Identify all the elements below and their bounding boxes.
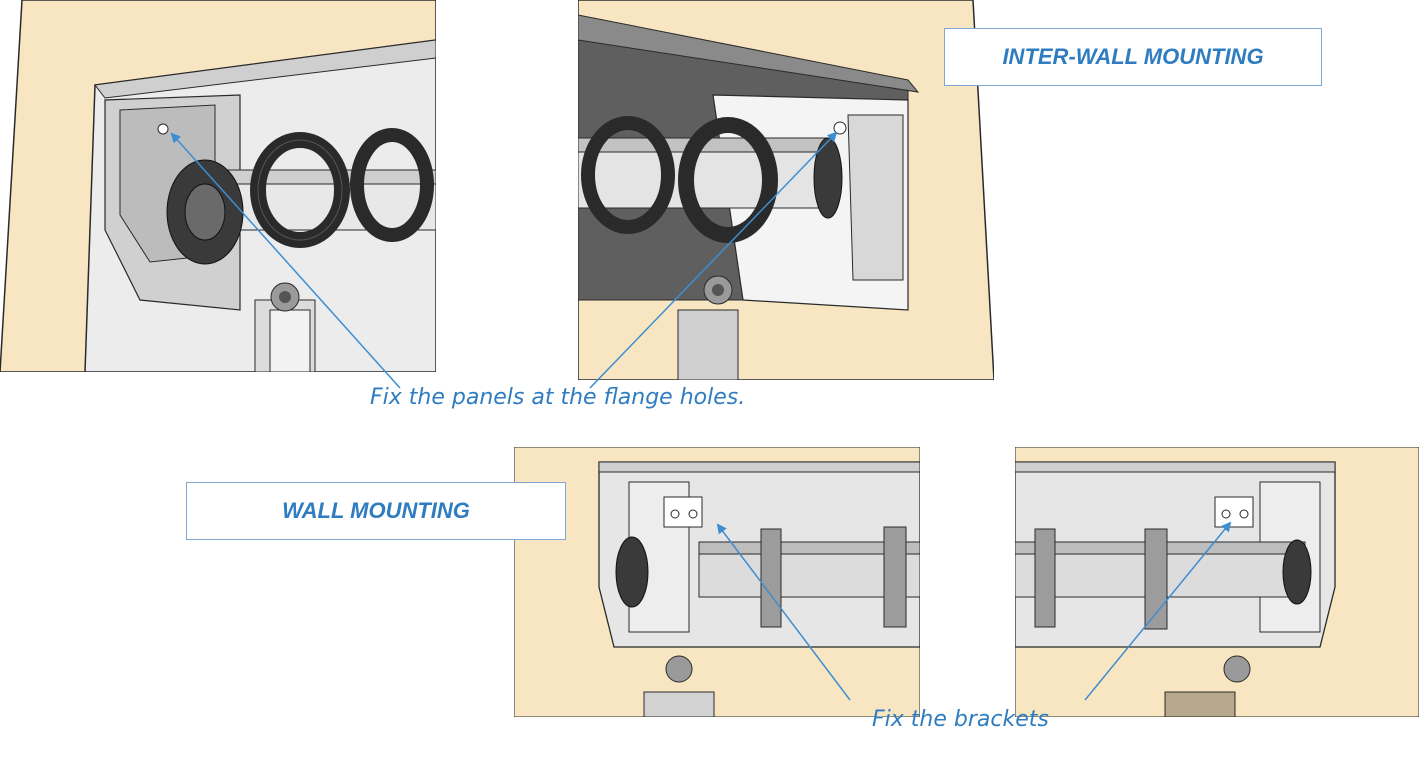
- wall-mounting-title: WALL MOUNTING: [186, 482, 566, 540]
- inter-wall-left-drawing: [0, 0, 436, 372]
- brackets-caption: Fix the brackets: [872, 707, 1049, 732]
- wall-left-drawing: [514, 447, 920, 717]
- wall-right-view: [1015, 447, 1419, 717]
- wall-left-view: [514, 447, 920, 717]
- panels-caption: Fix the panels at the flange holes.: [370, 385, 746, 410]
- inter-wall-left-view: [0, 0, 436, 372]
- inter-wall-right-view: [578, 0, 994, 380]
- wall-right-drawing: [1015, 447, 1419, 717]
- inter-wall-mounting-title: INTER-WALL MOUNTING: [944, 28, 1322, 86]
- inter-wall-right-drawing: [578, 0, 994, 380]
